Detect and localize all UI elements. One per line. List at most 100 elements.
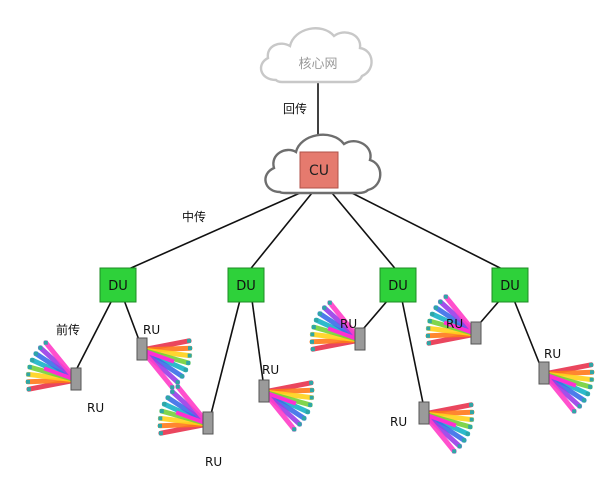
beam-tip [322, 305, 327, 310]
du-2: DU [227, 267, 265, 303]
beam-tip [188, 346, 192, 351]
ru-antenna-8 [538, 361, 595, 414]
beam-tip [430, 312, 435, 317]
ru-antenna-4 [258, 379, 315, 432]
cu-box [299, 151, 339, 189]
beam-tip [433, 305, 438, 310]
fronthaul-link-1a [71, 299, 113, 379]
ru-antenna-1 [25, 340, 82, 392]
beam-tip [26, 372, 31, 377]
beam-tip [327, 300, 332, 305]
beam-tip [183, 367, 188, 372]
beam-tip [33, 351, 38, 356]
midhaul-label: 中传 [182, 209, 206, 224]
midhaul-link-1 [121, 192, 301, 273]
beam-tip [26, 387, 31, 392]
du-box [227, 267, 265, 303]
beam-tip [317, 311, 322, 316]
ru-label-6: RU [390, 415, 407, 429]
beam-tip [30, 358, 35, 363]
beam-tip [465, 431, 470, 436]
beam-tip [589, 362, 594, 367]
beam-tip [170, 389, 175, 394]
beam-tip [427, 319, 432, 324]
ru-antenna-2 [136, 337, 193, 390]
beam-tip [468, 424, 473, 429]
ru-label-8: RU [544, 347, 561, 361]
ru-antenna-7 [425, 294, 482, 346]
beam-tip [38, 345, 43, 350]
antenna-icon [354, 327, 366, 351]
beam-tip [311, 325, 316, 330]
beam-tip [577, 404, 582, 409]
cu-cloud: CU [264, 133, 382, 195]
beam-tip [170, 385, 175, 390]
beam-tip [314, 318, 319, 323]
beam-tip [310, 347, 315, 352]
du-label: DU [388, 279, 408, 294]
beam-tip [462, 438, 467, 443]
beam-tip [310, 332, 315, 337]
beam-tip [43, 340, 48, 345]
ru-label-1: RU [87, 401, 104, 415]
core-network-label: 核心网 [298, 57, 337, 72]
beam-tip [426, 341, 431, 346]
beam-tip [26, 379, 30, 384]
beam-tip [175, 380, 180, 385]
du-label: DU [108, 279, 128, 294]
core-cloud-shape [259, 27, 373, 84]
antenna-icon [538, 361, 550, 385]
midhaul-link-2 [247, 192, 313, 273]
fronthaul-link-4b [513, 299, 543, 371]
antenna-icon [70, 367, 82, 391]
antenna-icon [470, 321, 482, 345]
beam-tip [457, 444, 462, 449]
antenna-icon [418, 401, 430, 425]
beam-tip [438, 299, 443, 304]
beam-tip [469, 402, 474, 407]
fronthaul-link-3b [401, 299, 425, 409]
beam-tip [590, 370, 594, 375]
midhaul-link-3 [331, 192, 399, 273]
du-box [491, 267, 529, 303]
cu-label: CU [309, 163, 329, 179]
beam-tip [186, 360, 191, 365]
ru-label-7: RU [446, 317, 463, 331]
antenna-icon [202, 411, 214, 435]
beam-tip [308, 402, 313, 407]
beam-tip [297, 422, 302, 427]
fronthaul-label: 前传 [56, 322, 80, 337]
beam-tip [305, 409, 310, 414]
ru-label-3: RU [205, 455, 222, 469]
ru-antenna-5 [309, 300, 366, 352]
beam-tip [470, 410, 474, 415]
du-box [99, 267, 137, 303]
ru-layer [25, 294, 595, 454]
beam-tip [187, 338, 192, 343]
beam-tip [309, 395, 314, 400]
beam-tip [426, 326, 431, 331]
core-network-cloud: 核心网 [259, 27, 373, 84]
beam-tip [585, 391, 590, 396]
beam-tip [292, 427, 297, 432]
beam-tip [426, 333, 430, 338]
beam-tip [452, 449, 457, 454]
ru-antenna-6 [418, 401, 475, 454]
beam-tip [443, 294, 448, 299]
beam-tip [588, 384, 593, 389]
beam-tip [175, 384, 180, 389]
ru-label-4: RU [262, 363, 279, 377]
beam-tip [310, 339, 314, 344]
ru-label-2: RU [143, 323, 160, 337]
beam-tip [309, 380, 314, 385]
beam-tip [572, 409, 577, 414]
beam-tip [27, 365, 32, 370]
links [71, 80, 543, 419]
antenna-icon [258, 379, 270, 403]
du-3: DU [379, 267, 417, 303]
du-1: DU [99, 267, 137, 303]
beam-tip [469, 417, 474, 422]
midhaul-link-4 [345, 189, 509, 273]
du-box [379, 267, 417, 303]
ru-antenna-3 [157, 384, 214, 436]
